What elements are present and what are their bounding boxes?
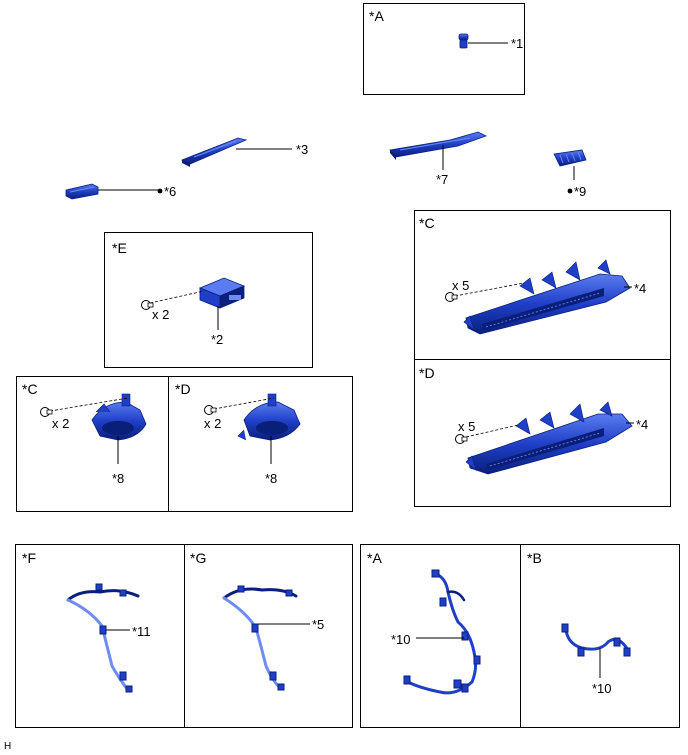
panel-label-d-left: *D	[175, 381, 191, 397]
qty-c-left: x 2	[52, 416, 70, 431]
callout-10-a: *10	[391, 632, 411, 647]
qty-d-right: x 5	[458, 419, 476, 434]
leader-e-dashed	[149, 290, 205, 304]
bar-part-7	[389, 131, 488, 160]
panel-d-left	[168, 376, 353, 512]
callout-5: *5	[312, 617, 325, 632]
panel-d-right	[414, 359, 671, 507]
footer-code: H	[4, 741, 12, 752]
panel-label-a-top: *A	[369, 8, 384, 24]
panel-label-g: *G	[190, 550, 207, 566]
leader-d-left-dashed	[213, 397, 275, 410]
panel-label-e: *E	[112, 240, 127, 256]
callout-1: *1	[511, 36, 524, 51]
screw-c-right	[445, 292, 458, 302]
leader-c-dashed	[454, 282, 525, 297]
leader-d-dashed	[465, 424, 519, 438]
callout-4-lower: *4	[636, 417, 649, 432]
callout-3: *3	[296, 142, 309, 157]
callout-8-left: *8	[112, 471, 125, 486]
qty-e: x 2	[152, 307, 170, 322]
callout-10-b: *10	[592, 681, 612, 696]
callout-9: *9	[574, 184, 587, 199]
harness-part-10-b	[561, 623, 631, 657]
grille-part-9	[553, 149, 587, 167]
panel-label-a-bottom: *A	[367, 550, 382, 566]
dot-6	[157, 188, 163, 194]
panel-label-b-bottom: *B	[527, 550, 542, 566]
screw-d-left	[204, 405, 217, 415]
panel-label-c-left: *C	[22, 381, 38, 397]
callout-6: *6	[164, 184, 177, 199]
panel-g	[184, 544, 353, 728]
bracket-part-8-right	[237, 393, 301, 441]
screw-e	[141, 300, 154, 310]
module-part-2	[198, 277, 246, 309]
clip-part-1	[458, 33, 469, 49]
panel-e	[104, 232, 313, 368]
screw-d-right	[455, 434, 468, 444]
harness-part-5	[222, 585, 298, 691]
panel-a-top	[363, 3, 525, 95]
screw-c-left	[40, 407, 53, 417]
callout-8-right: *8	[265, 471, 278, 486]
callout-11: *11	[132, 624, 151, 639]
lamp-part-4-upper	[463, 259, 631, 335]
dot-9	[567, 188, 573, 194]
qty-c-right: x 5	[452, 278, 470, 293]
callout-2: *2	[211, 332, 224, 347]
qty-d-left: x 2	[204, 416, 222, 431]
leader-c-left-dashed	[49, 397, 129, 412]
lamp-part-4-lower	[465, 401, 633, 475]
callout-7: *7	[436, 172, 449, 187]
panel-b-bottom	[520, 544, 680, 728]
panel-label-c-right: *C	[419, 215, 435, 231]
panel-label-f: *F	[22, 550, 36, 566]
bar-part-3	[181, 137, 248, 167]
harness-part-11	[66, 583, 140, 693]
panel-label-d-right: *D	[419, 365, 435, 381]
bracket-part-8-left	[91, 393, 147, 441]
callout-4-upper: *4	[634, 281, 647, 296]
bar-part-6	[65, 183, 99, 200]
harness-part-10-a	[403, 569, 481, 695]
